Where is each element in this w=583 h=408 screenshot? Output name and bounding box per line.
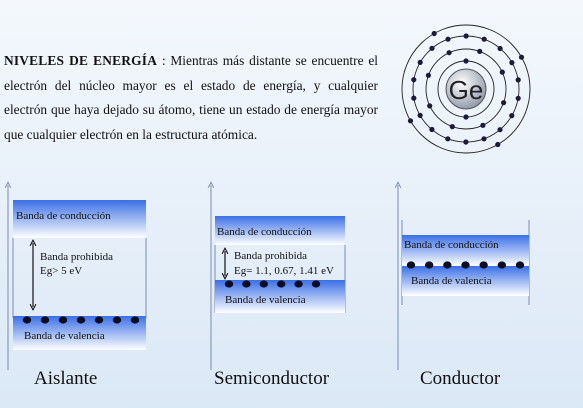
atom-electron	[431, 30, 437, 37]
insulator-gap-label: Banda prohibida	[40, 251, 113, 263]
insulator-conduction-band	[13, 200, 146, 238]
atom-electron	[463, 114, 469, 120]
electron-dot	[461, 261, 470, 269]
insulator-panel: Banda de conducción Banda prohibida Eg> …	[8, 185, 147, 370]
atom-electron	[481, 136, 487, 142]
atom-electron	[449, 124, 455, 130]
intro-title: NIVELES DE ENERGÍA	[4, 53, 158, 69]
atom-electron	[417, 59, 423, 65]
electron-dot	[406, 261, 416, 269]
atom-shell	[401, 24, 531, 154]
atom-electron	[509, 60, 515, 66]
electron-dot	[242, 280, 251, 288]
electron-dot	[259, 280, 268, 288]
electron-dot	[58, 316, 68, 324]
atom-electron	[411, 95, 417, 101]
electron-dot	[424, 261, 434, 269]
atom-electron	[481, 36, 487, 42]
atom-electron	[427, 103, 433, 109]
semiconductor-caption: Semiconductor	[214, 368, 330, 389]
electron-dot	[224, 280, 234, 288]
energy-band-diagram: Banda de conducción Banda prohibida Eg> …	[0, 180, 530, 370]
insulator-valence-label: Banda de valencia	[24, 330, 105, 342]
atom-electron	[463, 58, 469, 64]
semiconductor-valence-label: Banda de valencia	[225, 294, 306, 306]
intro-paragraph: NIVELES DE ENERGÍA : Mientras más distan…	[4, 49, 378, 147]
electron-dot	[443, 261, 452, 269]
electron-dot	[22, 316, 32, 324]
atom-electron	[463, 139, 469, 145]
electron-dot	[294, 280, 303, 288]
electron-dot	[311, 280, 321, 288]
conductor-valence-band	[402, 266, 529, 296]
atom-electron	[425, 72, 431, 78]
atom-electrons	[407, 30, 525, 148]
atom-electron	[411, 77, 417, 83]
conductor-caption: Conductor	[420, 368, 501, 389]
insulator-caption: Aislante	[34, 368, 98, 389]
conductor-valence-label: Banda de valencia	[411, 275, 492, 287]
semiconductor-conduction-band	[215, 216, 345, 245]
atom-electron	[497, 45, 503, 52]
germanium-atom-icon: Ge	[401, 24, 531, 154]
electron-dot	[76, 316, 86, 324]
atom-electron	[509, 113, 515, 119]
atom-symbol: Ge	[449, 75, 484, 105]
intro-text: Mientras más distante se encuentre el el…	[4, 53, 378, 142]
electron-dot	[112, 316, 122, 324]
atom-shell	[425, 48, 507, 130]
atom-electron	[499, 69, 505, 75]
electron-dot	[94, 316, 104, 324]
atom-electron	[407, 118, 414, 124]
semiconductor-conduction-label: Banda de conducción	[217, 226, 312, 238]
conductor-electrons	[406, 261, 525, 269]
atom-nucleus	[445, 68, 487, 110]
atom-electron	[445, 136, 451, 142]
conductor-panel: Banda de conducción Banda de valencia	[398, 185, 530, 370]
insulator-electrons	[22, 316, 140, 324]
electron-dot	[479, 261, 488, 269]
atom-electron	[477, 48, 483, 55]
atom-electron	[501, 100, 507, 106]
atom-electron	[463, 33, 469, 39]
atom-electron	[515, 95, 521, 101]
electron-dot	[277, 280, 286, 288]
electron-dot	[497, 261, 507, 269]
atom-electron	[515, 77, 521, 83]
atom-electron	[429, 126, 435, 133]
electron-dot	[515, 261, 525, 269]
conductor-conduction-label: Banda de conducción	[404, 239, 499, 251]
semiconductor-gap-value: Eg= 1.1, 0.67, 1.41 eV	[234, 265, 334, 277]
insulator-gap-value: Eg> 5 eV	[40, 265, 82, 277]
atom-electron	[497, 127, 503, 133]
atom-electron	[480, 122, 486, 128]
intro-separator: :	[157, 53, 171, 69]
atom-electron	[429, 45, 435, 51]
conductor-conduction-band	[402, 235, 529, 266]
electron-dot	[40, 316, 50, 324]
semiconductor-gap-label: Banda prohibida	[234, 250, 307, 262]
atom-electron	[518, 54, 525, 60]
semiconductor-electrons	[224, 280, 321, 288]
atom-electron	[495, 141, 501, 148]
electron-dot	[130, 316, 140, 324]
atom-electron	[445, 36, 451, 42]
insulator-conduction-label: Banda de conducción	[16, 210, 111, 222]
atom-electron	[446, 50, 452, 56]
semiconductor-panel: Banda de conducción Banda prohibida Eg= …	[211, 185, 346, 370]
atom-electron	[417, 112, 423, 118]
